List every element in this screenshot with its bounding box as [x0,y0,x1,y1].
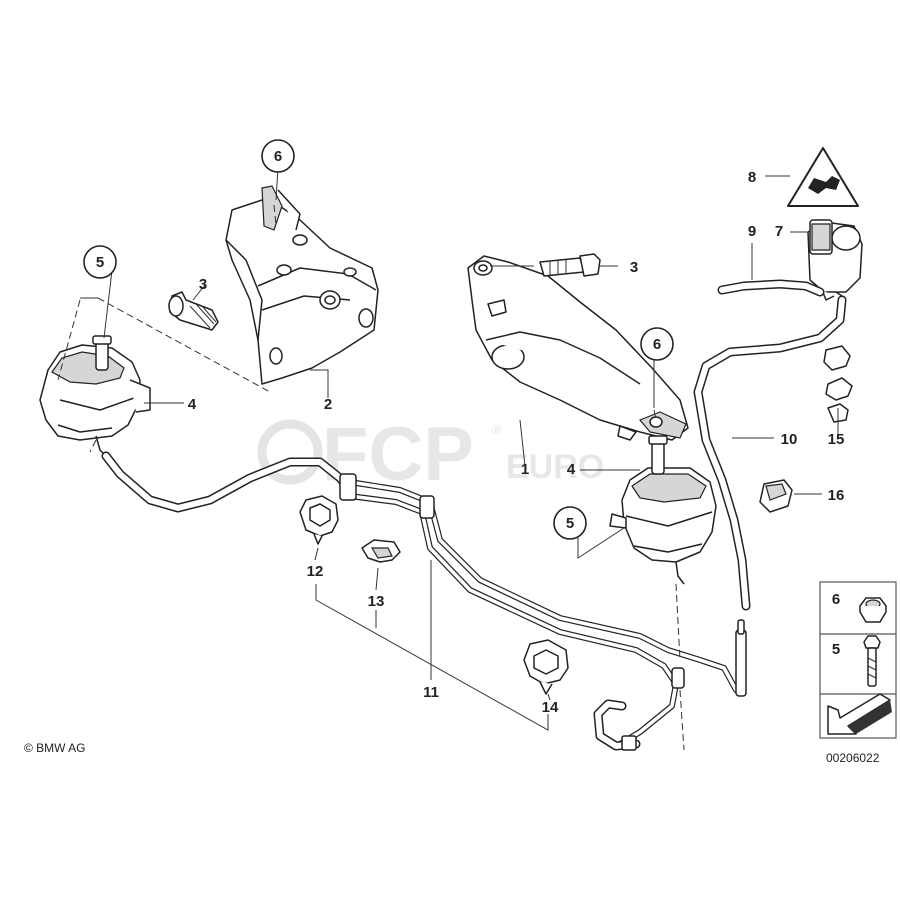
engine-bracket-right [467,255,689,441]
bolt-left [168,291,219,331]
legend-box: 6 5 [819,581,897,739]
callout-10: 10 [781,431,798,448]
leader-lines [57,167,839,751]
callout-14: 14 [542,699,559,716]
watermark-registered: ® [492,422,502,437]
clip-12 [299,495,339,545]
vacuum-hose-10 [693,295,847,611]
legend-number-5: 5 [832,641,840,658]
callout-15: 15 [828,431,845,448]
callout-13: 13 [368,593,385,610]
warning-triangle-icon [787,147,859,207]
callout-4-left: 4 [188,396,197,413]
clip-14 [523,639,569,695]
callout-2: 2 [324,396,332,413]
bolt-right [539,253,601,277]
callout-4-right: 4 [567,461,576,478]
engine-mount-left [39,335,151,457]
callout-5-right: 5 [553,506,587,540]
callout-6-top: 6 [261,139,295,173]
callout-number: 6 [653,336,661,353]
callout-number: 5 [566,515,574,532]
solenoid-valve [807,219,863,304]
engine-mount-right [609,435,717,585]
drawing-number: 00206022 [826,751,880,765]
clip-13 [361,539,401,563]
callout-7: 7 [775,223,783,240]
legend-number-6: 6 [832,591,840,608]
callout-number: 6 [274,148,282,165]
callout-9: 9 [748,223,756,240]
callout-6-right: 6 [640,327,674,361]
copyright-text: © BMW AG [24,741,86,755]
vacuum-hose-9 [717,279,825,297]
bolt-icon [863,635,881,687]
callout-3-left: 3 [199,276,207,293]
callout-16: 16 [828,487,845,504]
callout-5-left: 5 [83,245,117,279]
watermark: FCP ® EURO [257,412,604,497]
callout-11: 11 [423,684,439,701]
watermark-suffix: EURO [506,448,604,486]
vacuum-line-11 [101,451,747,751]
callout-8: 8 [748,169,756,186]
callout-number: 5 [96,254,104,271]
direction-arrow-icon [827,693,892,735]
callout-1: 1 [521,461,529,478]
clip-16 [759,479,793,513]
callout-12: 12 [307,563,324,580]
callout-3-right: 3 [630,259,638,276]
nut-icon [859,597,887,623]
engine-bracket-left [225,185,379,385]
